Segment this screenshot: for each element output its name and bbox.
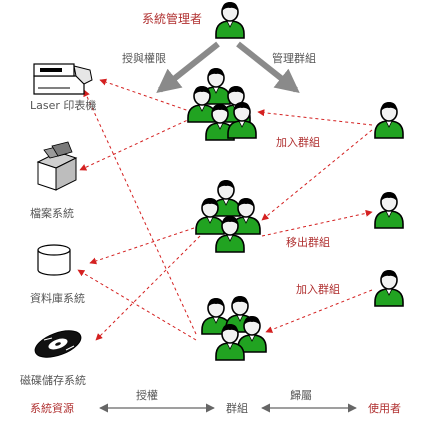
admin-user-icon (215, 1, 245, 39)
legend-groups: 群組 (226, 402, 248, 415)
grant-permission-label: 授與權限 (122, 52, 166, 65)
grant-permission-arrow (156, 41, 220, 93)
file-system-label: 檔案系統 (30, 207, 74, 220)
user-1-icon (374, 101, 404, 139)
printer-label: Laser 印表機 (30, 99, 97, 112)
disk-storage-label: 磁碟儲存系統 (20, 374, 86, 387)
membership-arrows (257, 109, 373, 333)
printer-icon (33, 63, 93, 95)
join-group-label-1: 加入群組 (276, 136, 320, 149)
authorization-arrows (77, 78, 201, 341)
admin-label: 系統管理者 (142, 12, 203, 26)
group-1-icon (187, 67, 257, 141)
legend-resources: 系統資源 (30, 402, 74, 415)
database-icon (37, 244, 71, 276)
move-out-group-label: 移出群組 (286, 236, 330, 249)
group-2-icon (195, 179, 261, 253)
manage-groups-label: 管理群組 (272, 52, 316, 65)
file-cabinet-icon (36, 141, 78, 191)
legend-users: 使用者 (368, 402, 401, 415)
legend-belongs: 歸屬 (290, 389, 312, 402)
user-2-icon (374, 191, 404, 229)
group-3-icon (201, 295, 267, 361)
join-group-label-2: 加入群組 (296, 283, 340, 296)
manage-groups-arrow (236, 41, 300, 93)
user-3-icon (374, 269, 404, 307)
disk-icon (34, 330, 82, 358)
database-label: 資料庫系統 (30, 292, 85, 305)
legend-authorize: 授權 (136, 389, 158, 402)
